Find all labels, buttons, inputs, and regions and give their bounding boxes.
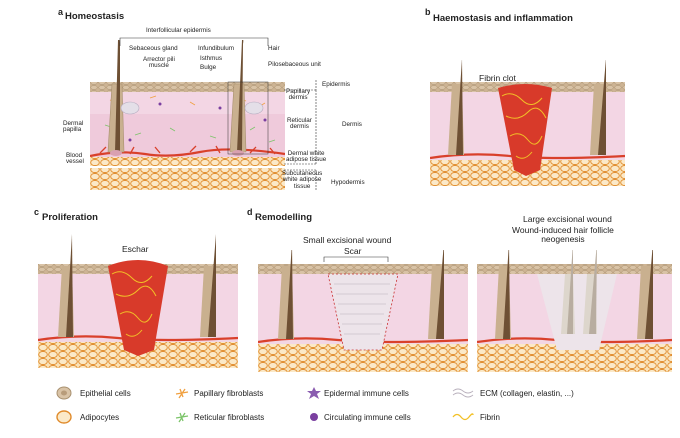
panel-title-c: Proliferation [42, 212, 98, 223]
legend-label-ecm: ECM (collagen, elastin, ...) [480, 389, 574, 398]
legend-label-epidermal-immune: Epidermal immune cells [324, 389, 409, 398]
label-subcutaneous-adipose: Subcutaneous white adipose tissue [282, 170, 323, 190]
panel-letter-d: d [247, 207, 253, 217]
label-infundibulum: Infundibulum [198, 45, 235, 52]
panel-c-tissue [38, 234, 238, 368]
label-isthmus: Isthmus [200, 55, 223, 62]
label-hypodermis: Hypodermis [331, 179, 365, 186]
hypodermis-layer [90, 168, 285, 190]
label-papillary-dermis: Papillary dermis [286, 88, 311, 102]
label-blood-vessel: Blood vessel [66, 152, 84, 166]
label-fibrin-clot: Fibrin clot [479, 73, 516, 83]
panel-d-large-wound [477, 250, 672, 372]
legend-label-adipocytes: Adipocytes [80, 413, 120, 422]
epidermal-immune-cell-icon [307, 387, 321, 399]
scar-bracket [323, 256, 389, 262]
eschar [108, 260, 168, 356]
ecm-icon [452, 388, 474, 398]
adipocyte-icon [56, 410, 72, 424]
panel-letter-a: a [58, 7, 64, 17]
label-arrector-pili-muscle: Arrector pili muscle [143, 56, 175, 70]
label-small-wound: Small excisional wound [303, 235, 392, 245]
panel-d-small-wound [258, 250, 468, 372]
label-reticular-dermis: Reticular dermis [287, 117, 312, 131]
panel-b-tissue [430, 60, 625, 186]
panel-letter-b: b [425, 7, 431, 17]
hair-follicle-right [229, 40, 264, 156]
label-interfollicular-epidermis: Interfollicular epidermis [146, 27, 211, 34]
legend-label-circulating-immune: Circulating immune cells [324, 413, 411, 422]
label-dermal-white-adipose: Dermal white adipose tissue [286, 150, 327, 164]
legend-label-reticular: Reticular fibroblasts [194, 413, 265, 422]
label-large-wound: Large excisional wound [523, 214, 612, 224]
epidermis-layer [90, 82, 285, 92]
label-scar: Scar [344, 246, 362, 256]
legend-label-fibrin: Fibrin [480, 413, 501, 422]
label-hair: Hair [268, 45, 280, 52]
label-hair-neogenesis: Wound-induced hair follicle neogenesis [512, 225, 614, 244]
reticular-fibroblast-icon [175, 412, 189, 423]
papillary-fibroblast-icon [175, 388, 189, 399]
legend-label-epithelial: Epithelial cells [80, 389, 131, 398]
fibrin-clot [498, 84, 552, 176]
legend-label-papillary: Papillary fibroblasts [194, 389, 264, 398]
epithelial-cell-icon [56, 386, 72, 400]
label-epidermis: Epidermis [322, 81, 350, 88]
circulating-immune-cell-icon [310, 413, 318, 421]
label-dermis: Dermis [342, 121, 362, 128]
layer-brackets [284, 80, 317, 190]
panel-title-a: Homeostasis [65, 11, 125, 22]
label-sebaceous-gland: Sebaceous gland [129, 45, 178, 52]
label-eschar: Eschar [122, 244, 149, 254]
panel-title-b: Haemostasis and inflammation [433, 13, 573, 24]
label-dermal-papilla: Dermal papilla [63, 120, 84, 134]
panel-title-d: Remodelling [255, 212, 313, 223]
label-bulge: Bulge [200, 64, 217, 71]
pilosebaceous-unit-box [227, 81, 269, 155]
scar [327, 273, 399, 351]
label-pilosebaceous-unit: Pilosebaceous unit [268, 61, 321, 68]
hair-follicle-left [107, 40, 140, 156]
panel-a-tissue [90, 40, 285, 190]
interfollicular-bracket [119, 37, 269, 46]
fibrin-icon [452, 413, 474, 421]
panel-letter-c: c [34, 207, 40, 217]
